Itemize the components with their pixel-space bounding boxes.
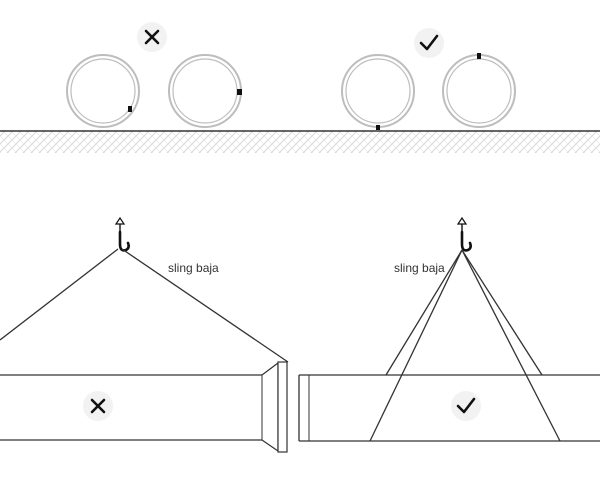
wrong-badge-bottom (83, 391, 113, 421)
weld-seam-marker (128, 106, 132, 112)
pipe-right (298, 374, 600, 442)
pipe-left (0, 361, 288, 453)
weld-seam-marker (376, 125, 380, 130)
weld-seam-marker (237, 89, 242, 95)
pipe-ring-correct-2 (442, 53, 516, 128)
sling-left (0, 248, 289, 363)
check-icon (419, 34, 439, 51)
pipe-ring-wrong-2 (168, 54, 242, 128)
pipe-ring-correct-1 (341, 54, 415, 130)
sling-label-left: sling baja (168, 261, 219, 275)
pipe-ring-wrong-1 (66, 54, 140, 128)
hook-right (456, 216, 472, 252)
ground (0, 130, 600, 153)
wrong-icon (144, 29, 160, 45)
wrong-badge-top (137, 22, 167, 52)
sling-label-right: sling baja (394, 261, 445, 275)
hook-left (114, 216, 130, 252)
correct-badge-top (414, 28, 444, 58)
check-icon (456, 397, 476, 414)
wrong-icon (90, 398, 106, 414)
sling-right (369, 249, 561, 442)
weld-seam-marker (477, 53, 481, 59)
correct-badge-bottom (451, 391, 481, 421)
